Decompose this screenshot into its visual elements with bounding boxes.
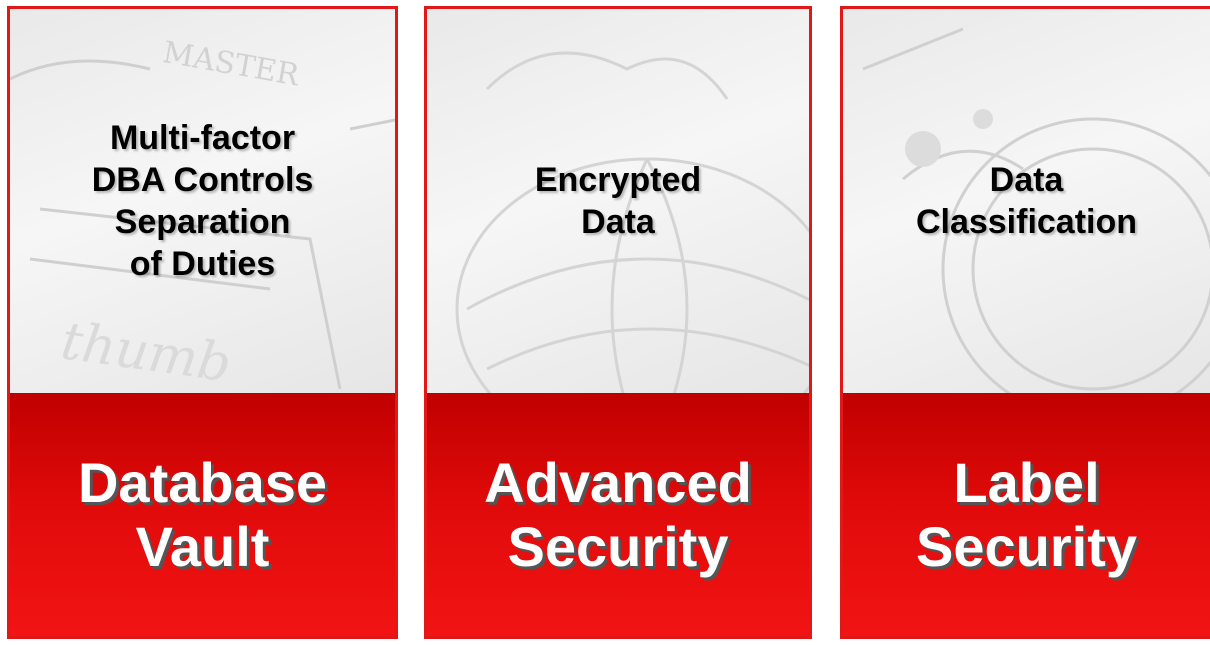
product-title-line: Advanced bbox=[484, 450, 752, 514]
feature-text-block: Data Classification bbox=[843, 9, 1210, 393]
feature-line: DBA Controls bbox=[91, 161, 314, 199]
product-title-line: Security bbox=[507, 514, 729, 578]
feature-line: Classification bbox=[915, 203, 1138, 241]
feature-line: Data bbox=[581, 203, 655, 241]
product-band: Advanced Security bbox=[427, 393, 809, 636]
feature-text-block: Encrypted Data bbox=[427, 9, 809, 393]
feature-line: Separation bbox=[114, 203, 291, 241]
feature-line: Encrypted bbox=[534, 161, 702, 199]
product-title-line: Security bbox=[916, 514, 1137, 578]
background-photo-fingerprint-card: MASTER thumb Multi-factor DBA Controls S… bbox=[10, 9, 395, 393]
feature-text-block: Multi-factor DBA Controls Separation of … bbox=[10, 9, 395, 393]
product-title: Database Vault bbox=[78, 451, 327, 579]
card-advanced-security: Encrypted Data Advanced Security bbox=[424, 6, 812, 639]
product-band: Database Vault bbox=[10, 393, 395, 636]
feature-line: Data bbox=[989, 161, 1064, 199]
feature-line: of Duties bbox=[129, 245, 276, 283]
background-photo-globe: Encrypted Data bbox=[427, 9, 809, 393]
feature-line: Multi-factor bbox=[109, 119, 296, 157]
product-title-line: Vault bbox=[135, 514, 270, 578]
card-label-security: Data Classification Label Security bbox=[840, 6, 1210, 639]
product-title-line: Database bbox=[77, 450, 328, 514]
background-photo-stopwatch: Data Classification bbox=[843, 9, 1210, 393]
product-band: Label Security bbox=[843, 393, 1210, 636]
product-title: Advanced Security bbox=[484, 451, 752, 579]
card-database-vault: MASTER thumb Multi-factor DBA Controls S… bbox=[7, 6, 398, 639]
product-title: Label Security bbox=[916, 451, 1137, 579]
product-title-line: Label bbox=[953, 450, 1100, 514]
